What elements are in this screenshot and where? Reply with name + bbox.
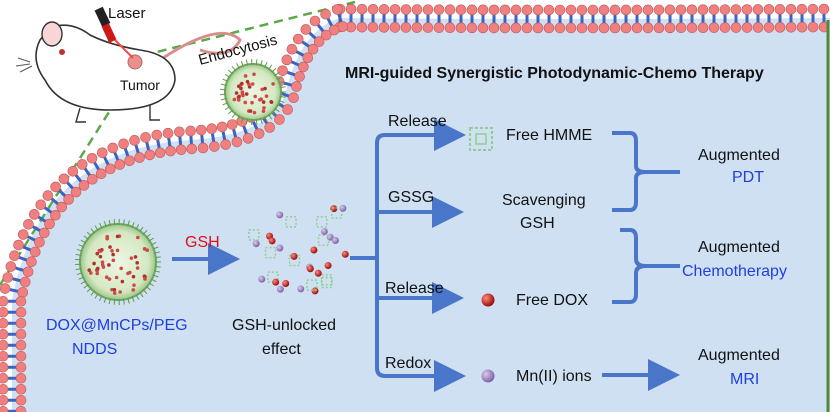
mn-ion-icon bbox=[481, 369, 495, 383]
disassembled-cluster bbox=[248, 204, 349, 295]
product-mn-ions: Mn(II) ions bbox=[516, 368, 592, 385]
outcome-mri-line1: Augmented bbox=[698, 347, 780, 364]
outcome-pdt-line1: Augmented bbox=[698, 147, 780, 164]
product-gsh: GSH bbox=[520, 215, 555, 232]
branch-bracket bbox=[350, 133, 460, 378]
unlocked-effect-label: effect bbox=[262, 341, 301, 358]
tumor-label: Tumor bbox=[120, 77, 160, 93]
branch-label-redox: Redox bbox=[385, 355, 431, 372]
product-free-dox: Free DOX bbox=[516, 292, 588, 309]
diagram-title: MRI-guided Synergistic Photodynamic-Chem… bbox=[345, 65, 764, 82]
mouse-illustration bbox=[15, 21, 242, 123]
unlocked-label: GSH-unlocked bbox=[232, 317, 336, 334]
branch-label-release-1: Release bbox=[388, 113, 447, 130]
gsh-trigger-label: GSH bbox=[185, 234, 220, 251]
dox-molecule-icon bbox=[481, 293, 495, 307]
outcome-chemo-line2: Chemotherapy bbox=[682, 263, 787, 280]
outcome-mri-line2: MRI bbox=[730, 371, 759, 388]
laser-label: Laser bbox=[108, 5, 146, 22]
product-scavenging: Scavenging bbox=[502, 192, 586, 209]
outcome-pdt-line2: PDT bbox=[732, 169, 764, 186]
laser-icon bbox=[94, 6, 134, 59]
cell-interior bbox=[12, 18, 830, 412]
cell-membrane bbox=[0, 3, 830, 412]
hmme-molecule-icon bbox=[469, 127, 493, 151]
ndds-nanoparticle bbox=[75, 219, 161, 305]
product-free-hmme: Free HMME bbox=[506, 127, 592, 144]
tumor-spot bbox=[127, 54, 143, 70]
nanoparticle-name: DOX@MnCPs/PEG bbox=[46, 317, 188, 334]
branch-label-release-2: Release bbox=[385, 280, 444, 297]
cell-membrane-tails bbox=[8, 13, 826, 412]
outcome-brackets bbox=[612, 131, 680, 304]
endocytosed-nanoparticle bbox=[220, 59, 286, 125]
nanoparticle-type: NDDS bbox=[72, 341, 117, 358]
outcome-chemo-line1: Augmented bbox=[698, 239, 780, 256]
branch-label-gssg: GSSG bbox=[388, 189, 434, 206]
